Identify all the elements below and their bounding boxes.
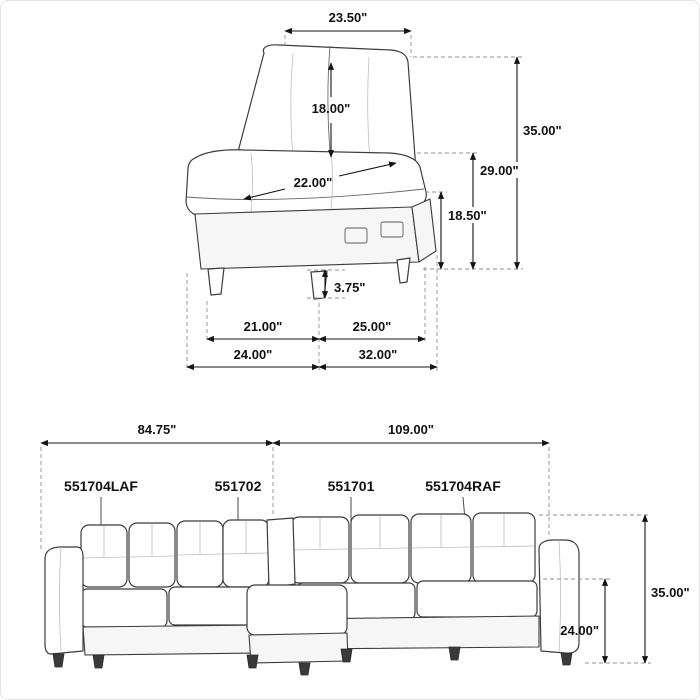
dim-sectional-left-width-label: 84.75" xyxy=(138,422,177,437)
dim-seat-width: 21.00" xyxy=(206,301,320,371)
dim-inner-depth: 25.00" xyxy=(318,267,426,343)
seat-front-seam xyxy=(186,188,425,200)
dim-back-floor-height: 29.00" xyxy=(417,152,532,270)
dim-overall-depth: 32.00" xyxy=(318,255,438,371)
dim-sectional-right-width: 109.00" xyxy=(272,422,550,537)
dim-seat-height: 18.50" xyxy=(425,191,502,270)
part-label-corner: 551702 xyxy=(215,478,262,494)
part-label-raf: 551704RAF xyxy=(425,478,501,494)
leg-front-left xyxy=(207,267,225,296)
right-arm-seam xyxy=(558,539,561,653)
leg xyxy=(448,646,461,661)
dim-overall-depth-label: 32.00" xyxy=(359,347,398,362)
left-arm-seam xyxy=(59,546,62,652)
leg xyxy=(92,654,105,669)
back-crease-left xyxy=(290,52,294,158)
sectional-drawing xyxy=(44,512,580,676)
leg xyxy=(52,653,65,668)
base-side xyxy=(411,198,437,263)
leg-side xyxy=(396,257,411,284)
leg xyxy=(560,652,573,666)
seat-crease-left xyxy=(250,152,253,214)
dim-leg-height: 3.75" xyxy=(307,269,365,299)
tuft-seams xyxy=(291,514,535,551)
base-tab-2 xyxy=(380,221,404,238)
base-front xyxy=(82,624,265,656)
leg xyxy=(340,648,353,663)
dim-sectional-left-width: 84.75" xyxy=(40,422,274,549)
dim-back-height: 18.00" xyxy=(312,62,351,158)
dim-base-width-label: 24.00" xyxy=(234,347,273,362)
armless-unit-diagram: 23.50" 18.00" 22.00" 35.00" 29.00" xyxy=(185,10,562,371)
back-crease-right xyxy=(367,56,371,162)
dim-top-width: 23.50" xyxy=(284,10,412,57)
base-tab-1 xyxy=(344,227,368,244)
leg xyxy=(298,662,311,676)
part-label-armless: 551701 xyxy=(328,478,375,494)
dim-sectional-overall-height: 35.00" xyxy=(539,514,690,664)
dim-back-height-label: 18.00" xyxy=(312,101,351,116)
seat-cushion xyxy=(80,588,168,628)
dim-seat-height-label: 18.50" xyxy=(448,208,487,223)
dim-sectional-seat-height: 24.00" xyxy=(543,578,611,664)
corner-base-front xyxy=(248,632,349,664)
dim-seat-width-label: 21.00" xyxy=(244,319,283,334)
dim-seat-depth: 22.00" xyxy=(243,161,397,201)
part-labels: 551704LAF 551702 551701 551704RAF xyxy=(64,478,501,543)
dim-overall-height-label: 35.00" xyxy=(523,123,562,138)
dim-base-width: 24.00" xyxy=(186,273,320,371)
dim-back-floor-height-label: 29.00" xyxy=(480,163,519,178)
leg xyxy=(246,654,259,669)
sectional-diagram: 84.75" 109.00" 551704LAF 551702 551701 5… xyxy=(40,422,690,676)
dim-inner-depth-label: 25.00" xyxy=(353,319,392,334)
corner-back xyxy=(266,517,296,589)
seat-cushion xyxy=(416,580,538,618)
right-arm xyxy=(538,539,580,654)
dim-top-width-label: 23.50" xyxy=(329,10,368,25)
dim-sectional-overall-height-label: 35.00" xyxy=(651,585,690,600)
dim-sectional-right-width-label: 109.00" xyxy=(388,422,434,437)
dim-leg-height-label: 3.75" xyxy=(334,280,365,295)
tuft-seams xyxy=(81,521,269,559)
dim-seat-depth-label: 22.00" xyxy=(294,175,333,190)
part-label-laf: 551704LAF xyxy=(64,478,138,494)
base-front xyxy=(194,206,420,270)
dim-sectional-seat-height-label: 24.00" xyxy=(560,623,599,638)
corner-seat xyxy=(246,584,348,636)
left-arm xyxy=(44,546,84,655)
armless-unit-drawing xyxy=(185,44,437,300)
back-center-seam xyxy=(327,45,332,164)
